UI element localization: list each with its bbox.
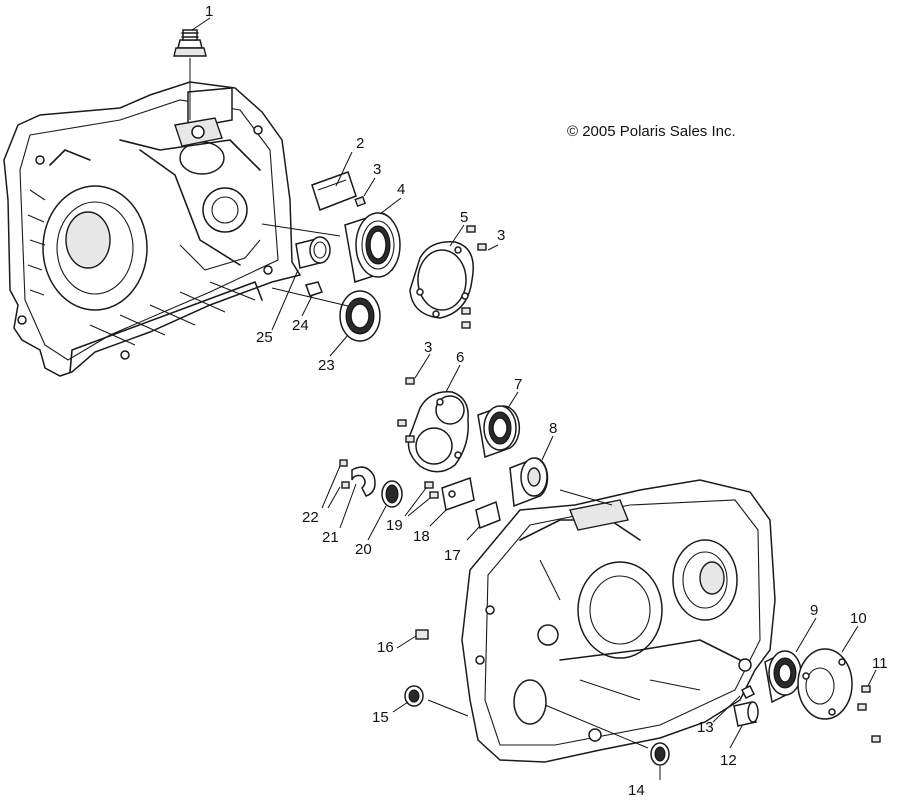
part-22-screws [339,459,350,489]
callout-11: 11 [872,655,888,672]
callout-3-right: 3 [497,227,505,244]
callout-15: 15 [372,709,389,726]
callout-13: 13 [697,719,714,736]
part-10-plate [797,648,853,720]
callout-22: 22 [302,509,319,526]
part-13-dowel [740,684,756,700]
part-3-screws-lower [397,377,415,443]
callout-2: 2 [356,135,364,152]
part-25-bushing [295,236,331,269]
part-11-screws [857,685,881,743]
callout-1: 1 [205,3,213,20]
callout-18: 18 [413,528,430,545]
callout-21: 21 [322,529,339,546]
part-3-screws [354,195,487,329]
part-7-bearing [477,405,521,459]
part-23-bearing [339,290,381,342]
part-19-screws [424,481,439,499]
part-12-fitting [733,701,759,727]
part-5-gasket [409,241,474,319]
callout-23: 23 [318,357,335,374]
callout-19: 19 [386,517,403,534]
part-1-plug [173,29,207,120]
callout-12: 12 [720,752,737,769]
part-21-retainer [351,466,376,497]
callout-10: 10 [850,610,867,627]
callout-3-upper: 3 [373,161,381,178]
callout-16: 16 [377,639,394,656]
callout-17: 17 [444,547,461,564]
part-6-gasket [407,391,469,473]
callout-9: 9 [810,602,818,619]
leader-lines [191,17,877,780]
callout-labels: 1 2 3 3 3 4 5 6 7 8 9 10 11 12 13 14 15 … [205,3,888,799]
part-24-dowel [305,281,323,297]
part-20-seal [381,480,403,508]
callout-7: 7 [514,376,522,393]
callout-3-lower: 3 [424,339,432,356]
part-18-plate [441,476,475,512]
callout-25: 25 [256,329,273,346]
part-17-plate [475,500,501,530]
callout-24: 24 [292,317,309,334]
callout-4: 4 [397,181,405,198]
part-8-seal [509,457,549,508]
callout-14: 14 [628,782,645,796]
part-2-plate [311,171,357,211]
part-9-bearing [764,650,802,704]
callout-8: 8 [549,420,557,437]
part-4-bearing [344,212,401,283]
copyright-notice: © 2005 Polaris Sales Inc. [567,123,736,140]
callout-6: 6 [456,349,464,366]
part-14-seal [650,742,670,766]
part-15-seal [404,685,424,707]
crankcase-right-half [461,479,776,763]
part-16-plug [415,629,429,640]
callout-20: 20 [355,541,372,558]
callout-5: 5 [460,209,468,226]
crankcase-left-half [3,81,302,377]
